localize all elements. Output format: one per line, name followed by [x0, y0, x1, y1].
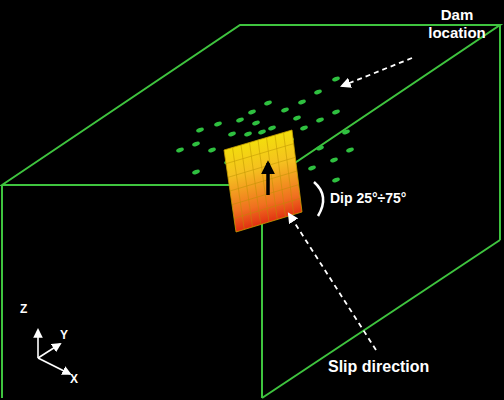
monitoring-point — [228, 131, 237, 137]
monitoring-point — [236, 117, 245, 123]
monitoring-point — [214, 121, 223, 127]
dam-leader — [342, 58, 412, 86]
axis-label: Y — [60, 328, 76, 342]
monitoring-point — [314, 89, 323, 95]
monitoring-point — [281, 107, 290, 113]
monitoring-point — [300, 125, 309, 131]
monitoring-point — [268, 125, 277, 131]
monitoring-point — [332, 109, 341, 115]
monitoring-point — [176, 147, 185, 153]
monitoring-point — [330, 157, 339, 163]
axis-label: Z — [20, 302, 36, 316]
monitoring-point — [332, 177, 341, 183]
dam-location-label: Dam location — [414, 6, 500, 42]
dip-label: Dip 25°÷75° — [330, 190, 450, 207]
monitoring-point — [248, 109, 257, 115]
monitoring-point — [258, 129, 267, 135]
monitoring-point — [192, 141, 201, 147]
monitoring-point — [252, 120, 261, 126]
axis-label: X — [70, 372, 86, 386]
model-domain-box — [2, 25, 500, 398]
slip-leader — [289, 214, 376, 350]
monitoring-point — [293, 115, 302, 121]
monitoring-point — [244, 131, 253, 137]
monitoring-point — [316, 117, 325, 123]
monitoring-point — [298, 99, 307, 105]
monitoring-point — [264, 100, 273, 106]
monitoring-point — [346, 147, 355, 153]
slip-arrow — [266, 163, 270, 195]
dip-angle-bracket — [314, 182, 323, 216]
slip-direction-label: Slip direction — [328, 357, 500, 376]
monitoring-point — [342, 129, 351, 135]
monitoring-point — [208, 147, 217, 153]
monitoring-point — [308, 165, 317, 171]
monitoring-point — [332, 76, 341, 82]
monitoring-point — [196, 127, 205, 133]
monitoring-point — [192, 169, 201, 175]
monitoring-point — [316, 145, 325, 151]
fault-plane — [224, 130, 302, 232]
